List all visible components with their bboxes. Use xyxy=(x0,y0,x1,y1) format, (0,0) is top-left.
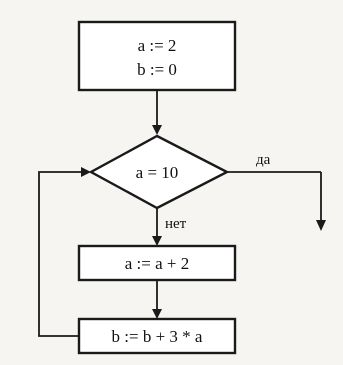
init-block xyxy=(77,20,237,92)
arrowhead-decision-top xyxy=(152,125,162,135)
decision-condition: a = 10 xyxy=(136,163,179,182)
arrowhead-step-update-b xyxy=(152,309,162,319)
no-label: нет xyxy=(165,216,187,232)
arrowhead-loop-back xyxy=(81,167,91,177)
loop-back-line xyxy=(38,171,82,337)
init-line-1: a := 2 xyxy=(138,36,177,55)
step-update-b-text: b := b + 3 * a xyxy=(112,327,203,346)
arrowhead-step-increment xyxy=(152,236,162,246)
step-update-b xyxy=(77,317,237,355)
init-line-2: b := 0 xyxy=(137,60,177,79)
arrowhead-yes-exit xyxy=(316,220,326,231)
yes-label: да xyxy=(256,152,271,168)
step-increment-a-text: a := a + 2 xyxy=(125,254,190,273)
